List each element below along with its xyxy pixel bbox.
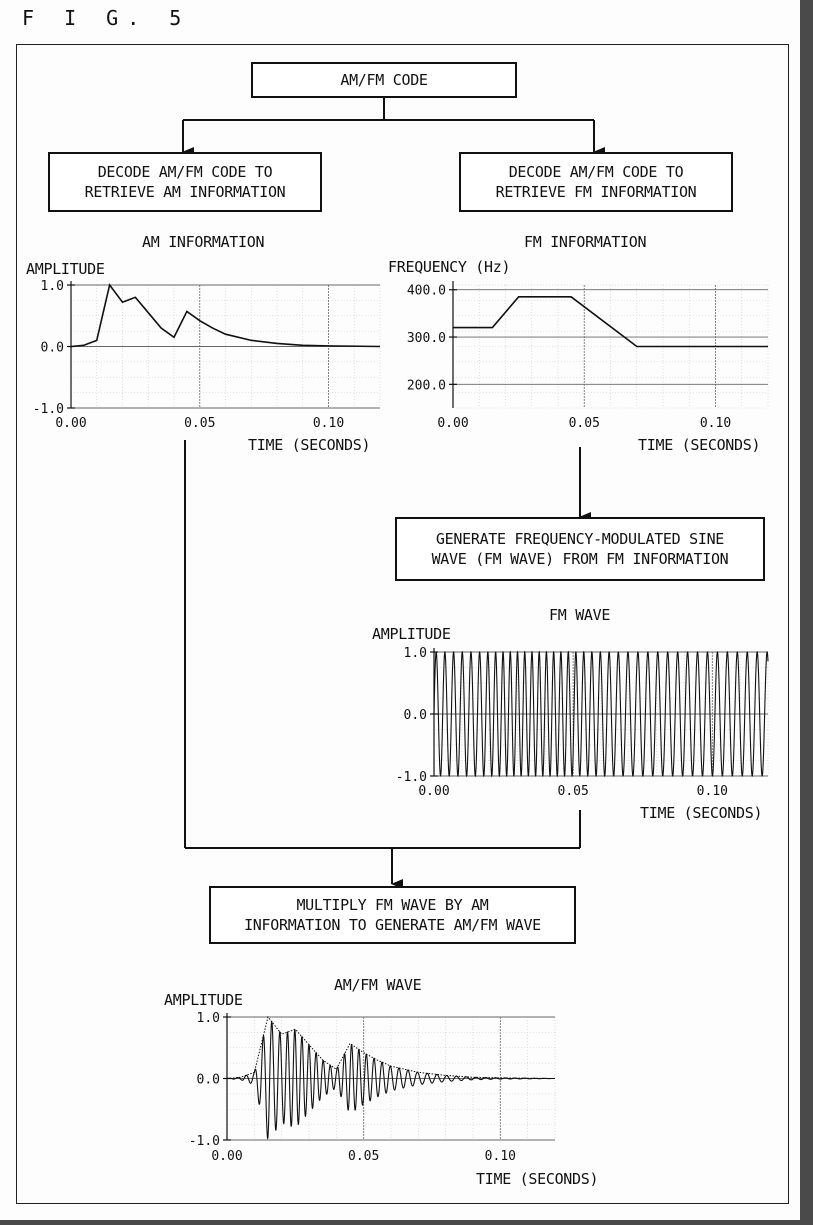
- fm-y-label: FREQUENCY (Hz): [388, 258, 511, 276]
- am-y-tick-label: -1.0: [33, 402, 64, 417]
- fm-y-tick-label: 300.0: [407, 331, 446, 346]
- figure-label: F I G. 5: [22, 6, 191, 30]
- amfm-y-label: AMPLITUDE: [164, 991, 243, 1009]
- fmwave-y-label: AMPLITUDE: [372, 625, 451, 643]
- fm-x-label: TIME (SECONDS): [638, 436, 761, 454]
- patent-sheet: F I G. 5 AM/FM CODE DECODE AM/FM CODE TO…: [0, 0, 800, 1220]
- am-fm-code-box: AM/FM CODE: [251, 62, 517, 98]
- amfm-x-label: TIME (SECONDS): [476, 1170, 599, 1188]
- decode-fm-box: DECODE AM/FM CODE TO RETRIEVE FM INFORMA…: [459, 152, 733, 212]
- am-information-chart: 1.0 0.0 -1.00.00 0.05 0.10: [33, 279, 381, 431]
- am-fm-envelope-line: [226, 1015, 556, 1079]
- am-x-tick-label: 0.05: [184, 416, 215, 431]
- decode-am-box: DECODE AM/FM CODE TO RETRIEVE AM INFORMA…: [48, 152, 322, 212]
- amfm-x-tick-label: 0.10: [485, 1149, 516, 1164]
- am-fm-wave-line: [227, 1020, 555, 1140]
- fm-information-line: [453, 296, 768, 348]
- am-x-tick-label: 0.00: [55, 416, 86, 431]
- amfm-y-tick-label: 1.0: [197, 1011, 220, 1026]
- fm-y-tick-label: 400.0: [407, 284, 446, 299]
- fm-grid: [452, 284, 769, 409]
- fm-x-tick-label: 0.00: [437, 416, 468, 431]
- am-fm-wave-chart: 1.0 0.0 -1.00.00 0.05 0.10: [189, 1011, 556, 1164]
- fm-y-tick-label: 200.0: [407, 378, 446, 393]
- fm-wave-line: [433, 650, 769, 778]
- generate-fm-box: GENERATE FREQUENCY-MODULATED SINE WAVE (…: [395, 517, 765, 581]
- am-y-tick-label: 1.0: [41, 279, 64, 294]
- am-information-line: [70, 283, 381, 348]
- fmwave-x-label: TIME (SECONDS): [640, 804, 763, 822]
- figure-frame: [16, 44, 789, 1204]
- flow-connectors: [182, 97, 605, 889]
- amfm-chart-title: AM/FM WAVE: [334, 976, 422, 994]
- fm-information-chart: 400.0 300.0 200.0 0.00 0.05 0.10: [407, 281, 769, 431]
- fm-x-tick-label: 0.10: [700, 416, 731, 431]
- amfm-y-tick-label: 0.0: [197, 1073, 220, 1088]
- fmwave-chart-title: FM WAVE: [549, 606, 611, 624]
- amfm-x-tick-label: 0.05: [348, 1149, 379, 1164]
- fm-x-tick-label: 0.05: [569, 416, 600, 431]
- fmwave-y-tick-label: 1.0: [404, 646, 427, 661]
- fmwave-y-tick-label: -1.0: [396, 770, 427, 785]
- am-x-label: TIME (SECONDS): [248, 436, 371, 454]
- fmwave-x-tick-label: 0.00: [418, 784, 449, 799]
- fmwave-y-tick-label: 0.0: [404, 708, 427, 723]
- multiply-box: MULTIPLY FM WAVE BY AM INFORMATION TO GE…: [209, 886, 576, 944]
- fmwave-x-tick-label: 0.05: [558, 784, 589, 799]
- am-chart-title: AM INFORMATION: [142, 233, 265, 251]
- fmwave-x-tick-label: 0.10: [697, 784, 728, 799]
- am-x-tick-label: 0.10: [313, 416, 344, 431]
- fm-chart-title: FM INFORMATION: [524, 233, 647, 251]
- amfm-y-tick-label: -1.0: [189, 1134, 220, 1149]
- am-y-tick-label: 0.0: [41, 341, 64, 356]
- fm-wave-chart: 1.0 0.0 -1.00.00 0.05 0.10: [396, 646, 769, 799]
- am-y-label: AMPLITUDE: [26, 260, 105, 278]
- amfm-x-tick-label: 0.00: [211, 1149, 242, 1164]
